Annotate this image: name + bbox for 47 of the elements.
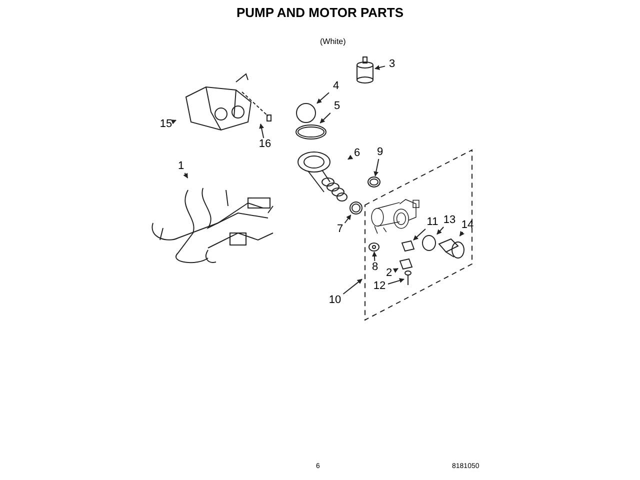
callout-number: 3	[388, 59, 396, 70]
ring-drawing	[421, 234, 437, 252]
leader-line	[413, 228, 426, 240]
leader-line	[436, 226, 444, 235]
callout-number: 2	[386, 268, 392, 279]
leader-line	[459, 230, 464, 236]
callout-number: 1	[178, 161, 184, 172]
title: PUMP AND MOTOR PARTS	[235, 6, 405, 19]
clamp-drawing	[349, 201, 363, 215]
leader-line	[344, 214, 352, 224]
gasket-drawing	[398, 258, 414, 270]
color-note: (White)	[320, 38, 346, 46]
assembly-outline	[362, 148, 474, 322]
leader-line	[183, 172, 188, 178]
clamp-drawing	[367, 176, 381, 188]
hose-clamp-drawing	[294, 123, 328, 141]
gasket-drawing	[400, 240, 414, 252]
callout-number: 9	[376, 147, 384, 158]
leader-line	[374, 65, 386, 70]
callout-number: 16	[258, 139, 272, 150]
washer-drawing	[368, 242, 380, 252]
callout-number: 12	[373, 281, 386, 292]
leader-line	[316, 92, 330, 104]
leader-line	[392, 268, 398, 273]
callout-number: 15	[160, 119, 172, 130]
leader-line	[342, 278, 362, 294]
filter-drawing	[436, 236, 466, 260]
callout-number: 4	[332, 81, 340, 92]
callout-number: 13	[443, 215, 456, 226]
callout-number: 7	[336, 224, 344, 235]
leader-line	[348, 154, 354, 160]
ring-drawing	[295, 102, 317, 124]
screw-drawing	[404, 270, 412, 286]
callout-number: 8	[372, 262, 378, 273]
leader-line	[259, 124, 264, 138]
callout-number: 11	[426, 217, 438, 228]
callout-number: 5	[334, 101, 340, 112]
callout-number: 10	[328, 295, 342, 306]
leader-line	[388, 278, 404, 284]
leader-line	[170, 120, 176, 124]
callout-number: 6	[354, 148, 360, 159]
bolt-drawing	[240, 90, 274, 124]
pressure-switch-drawing	[355, 56, 375, 86]
callout-number: 14	[461, 220, 474, 231]
leader-line	[372, 252, 377, 262]
leader-line	[320, 112, 331, 124]
leader-line	[374, 158, 380, 176]
